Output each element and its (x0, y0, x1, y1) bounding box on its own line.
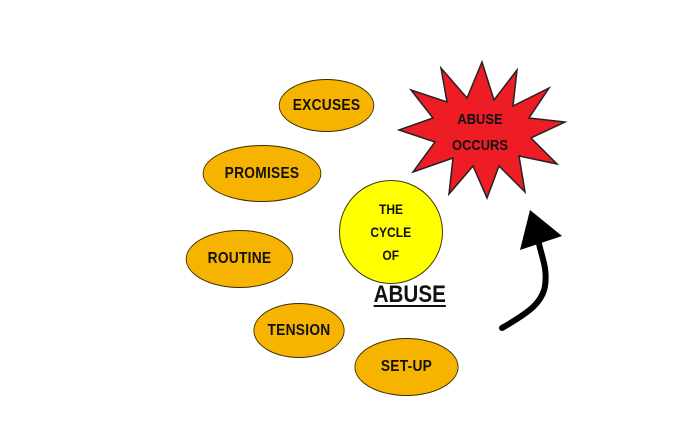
cycle-title-abuse: ABUSE (373, 281, 446, 308)
abuse-occurs-text: ABUSE OCCURS (430, 107, 530, 159)
oval-promises-label: PROMISES (224, 164, 300, 182)
oval-set-up: SET-UP (354, 338, 459, 396)
abuse-occurs-starburst (397, 60, 567, 200)
arrow-shaft (499, 235, 549, 331)
oval-tension-label: TENSION (267, 321, 331, 339)
center-line-the: THE (378, 200, 404, 217)
burst-line-abuse: ABUSE (457, 111, 503, 128)
oval-routine-label: ROUTINE (207, 250, 272, 267)
cycle-arrow (499, 210, 562, 331)
oval-excuses-label: EXCUSES (292, 96, 361, 114)
oval-excuses: EXCUSES (278, 79, 375, 132)
arrow-head (520, 210, 562, 250)
starburst-shape (397, 60, 567, 200)
cycle-center-circle: THE CYCLE OF (339, 180, 443, 284)
oval-promises: PROMISES (202, 145, 322, 202)
center-line-of: OF (382, 246, 400, 263)
oval-set-up-label: SET-UP (380, 358, 433, 375)
oval-routine: ROUTINE (185, 230, 294, 288)
burst-line-occurs: OCCURS (452, 137, 508, 154)
oval-tension: TENSION (253, 303, 345, 358)
center-line-cycle: CYCLE (370, 223, 412, 240)
